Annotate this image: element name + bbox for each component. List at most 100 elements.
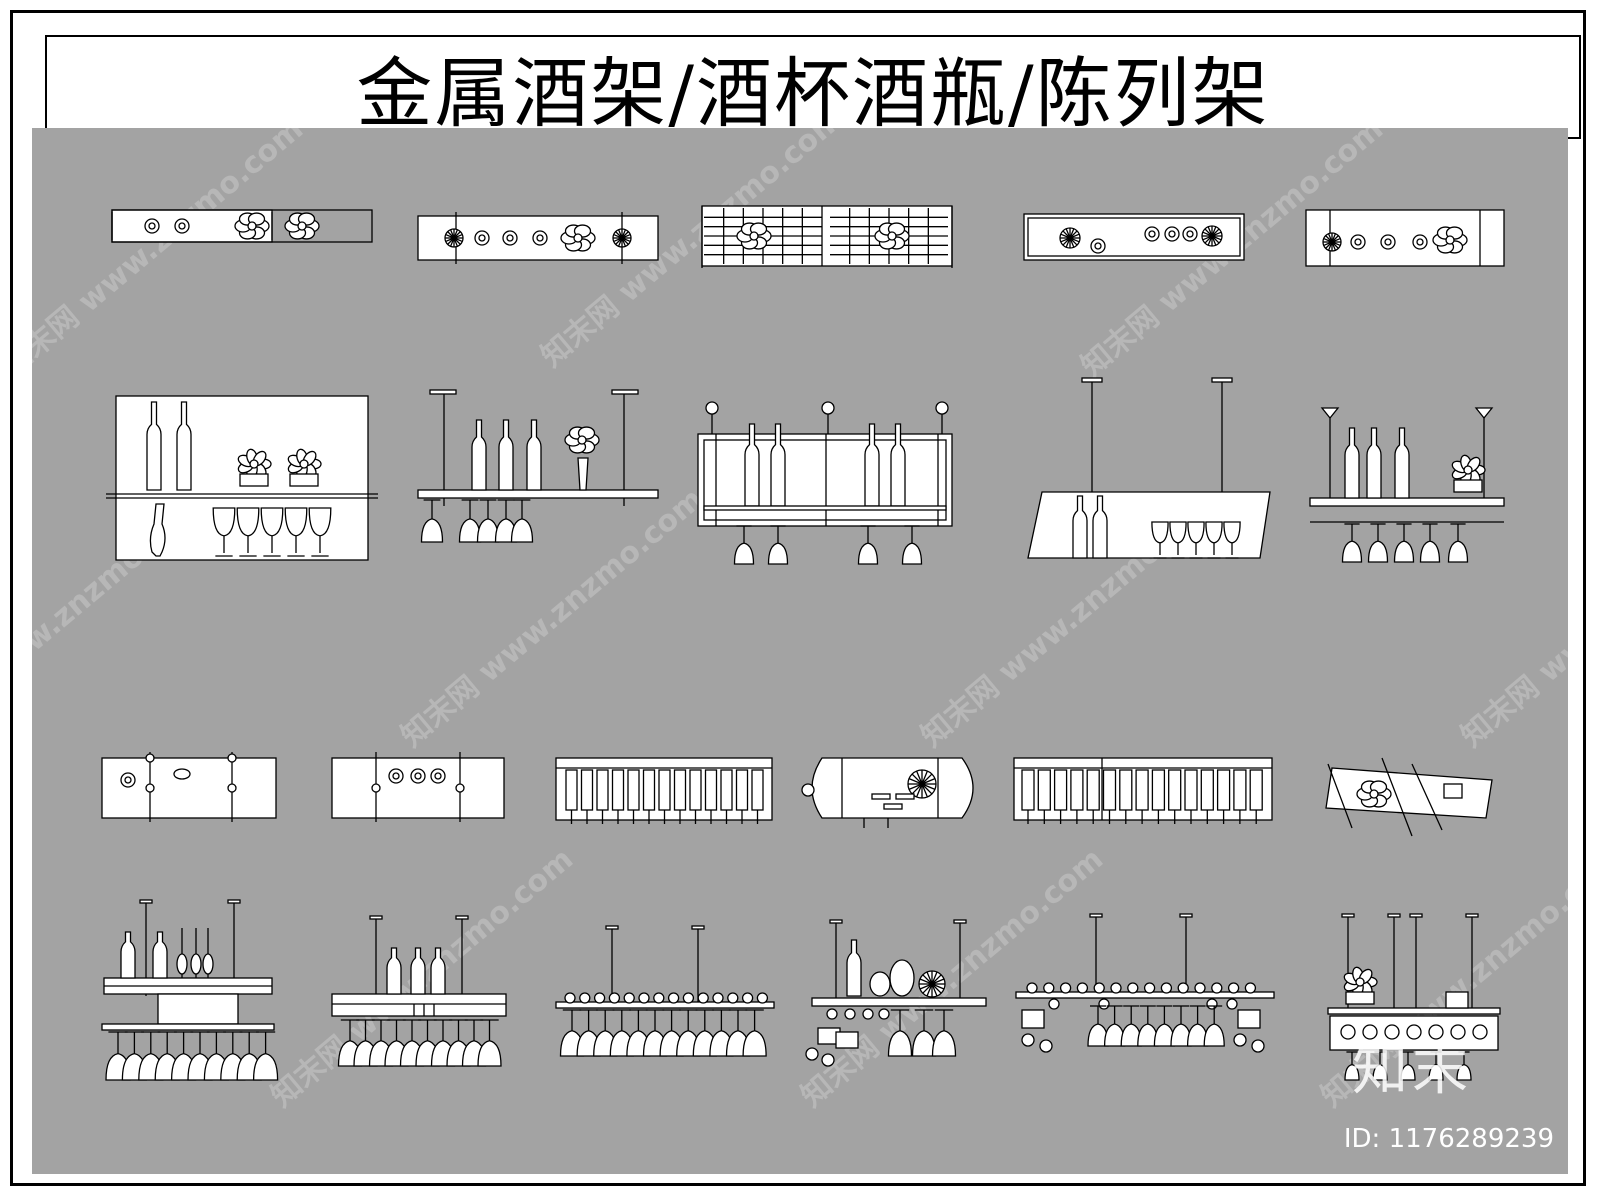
glass-bowl [476, 518, 500, 543]
bottle-top-view [430, 768, 446, 784]
wicker-ball [1322, 232, 1342, 252]
plant-flower [573, 233, 583, 243]
hanging-wine-glass [931, 1009, 957, 1057]
plant-flower [1445, 235, 1455, 245]
wine-box [1443, 783, 1463, 799]
glass-bowl [458, 518, 482, 543]
plant-pot [289, 473, 319, 487]
bottle-end [1472, 1024, 1488, 1040]
wine-bottle [770, 423, 786, 507]
bottle-end [1362, 1024, 1378, 1040]
rack-elevation-3 [697, 401, 953, 565]
bottle-top-view [1164, 226, 1180, 242]
wicker-spoke [931, 983, 938, 997]
bottle-end [1384, 238, 1392, 246]
ceiling-mount [1409, 913, 1423, 918]
glass-bowl [901, 542, 923, 565]
ceiling-mount [1341, 913, 1355, 918]
bottle-end [1384, 1024, 1400, 1040]
glass-bowl [1120, 1023, 1142, 1047]
glass-bowl [742, 1030, 767, 1057]
rack-elevation-1 [106, 395, 378, 561]
wine-bottle [386, 947, 402, 995]
hanging-cup [1039, 1039, 1053, 1053]
ceiling-mount [605, 925, 619, 930]
bottle-end [455, 783, 465, 793]
wicker-spoke [1211, 231, 1222, 237]
hanging-cup [1233, 1033, 1247, 1047]
glass-bowl [1137, 1023, 1159, 1047]
wine-glass [1205, 521, 1223, 559]
wine-bottle [846, 939, 862, 997]
wicker-ball [1059, 227, 1081, 249]
plant-flower [887, 231, 897, 241]
ceiling-mount [691, 925, 705, 930]
wine-bottle [864, 423, 880, 507]
rack-plan-5 [1305, 209, 1505, 267]
wicker-ball [1201, 225, 1223, 247]
decanter [889, 959, 915, 997]
bottle-end [1354, 238, 1362, 246]
ceiling-mount [821, 401, 835, 415]
bottle-end [1428, 1024, 1444, 1040]
bottle-side-view [1086, 769, 1100, 811]
ceiling-mount [1089, 913, 1103, 918]
hanging-wine-glass [510, 499, 534, 543]
bottle-top-view [1412, 234, 1428, 250]
wicker-ball [612, 228, 632, 248]
bottle-top-view [1350, 234, 1366, 250]
vase [577, 457, 589, 491]
bottle-end [478, 234, 486, 242]
flower-top-view [234, 212, 270, 240]
glass-bowl [767, 542, 789, 565]
glass-bowl [1393, 540, 1415, 563]
hanging-wine-glass [1103, 1005, 1126, 1047]
bottle-end [1048, 998, 1060, 1010]
potted-plant [1451, 454, 1486, 493]
hanging-cup [1021, 1009, 1045, 1029]
potted-plant [287, 448, 322, 487]
potted-plant [1343, 966, 1378, 1005]
bottle-end [1127, 982, 1139, 994]
wine-bottle [1394, 427, 1410, 499]
hanging-wine-glass [1203, 1005, 1225, 1047]
hanging-wine-glass [1120, 1005, 1142, 1047]
bottle-end [371, 783, 381, 793]
bottle-end [1186, 230, 1194, 238]
rack-plan-1 [111, 209, 373, 243]
hanging-wine-glass [733, 525, 755, 565]
bottle-end [608, 992, 621, 1004]
bottle-end [1076, 982, 1089, 994]
ceiling-mount [829, 919, 843, 924]
calla-flower [202, 953, 214, 975]
wine-box [1445, 991, 1469, 1009]
bottle-end [1406, 1024, 1422, 1040]
hanging-wine-glass [1419, 523, 1441, 563]
bottle-end [623, 992, 635, 1004]
glass-bowl [911, 1030, 937, 1057]
bottle-side-view [1070, 769, 1084, 811]
bottle-top-view [502, 230, 518, 246]
bottle-side-view [1021, 769, 1035, 811]
ceiling-mount [1179, 913, 1193, 918]
hanging-wine-glass [1087, 1005, 1109, 1047]
rack-plan-6 [101, 752, 277, 822]
glass-bowl [857, 542, 879, 565]
plant-pot [1345, 991, 1375, 1005]
hanging-wine-glass [887, 1009, 913, 1057]
bottle-top-view [388, 768, 404, 784]
wine-bottle [526, 419, 542, 491]
rack-panel [111, 209, 373, 243]
glass-bowl [510, 518, 534, 543]
ceiling-mount [705, 401, 719, 415]
image-id-label: ID: 1176289239 [1343, 1124, 1554, 1154]
hanging-wine-glass [1367, 523, 1389, 563]
ceiling-mount [935, 401, 949, 415]
plant-pot [1453, 479, 1483, 493]
bottle-end [1340, 1024, 1356, 1040]
bottle-top-view [174, 218, 190, 234]
plant-flower [297, 221, 307, 231]
bottle-end [1226, 998, 1238, 1010]
rack-plan-4 [1023, 213, 1245, 261]
wine-bottle [471, 419, 487, 491]
